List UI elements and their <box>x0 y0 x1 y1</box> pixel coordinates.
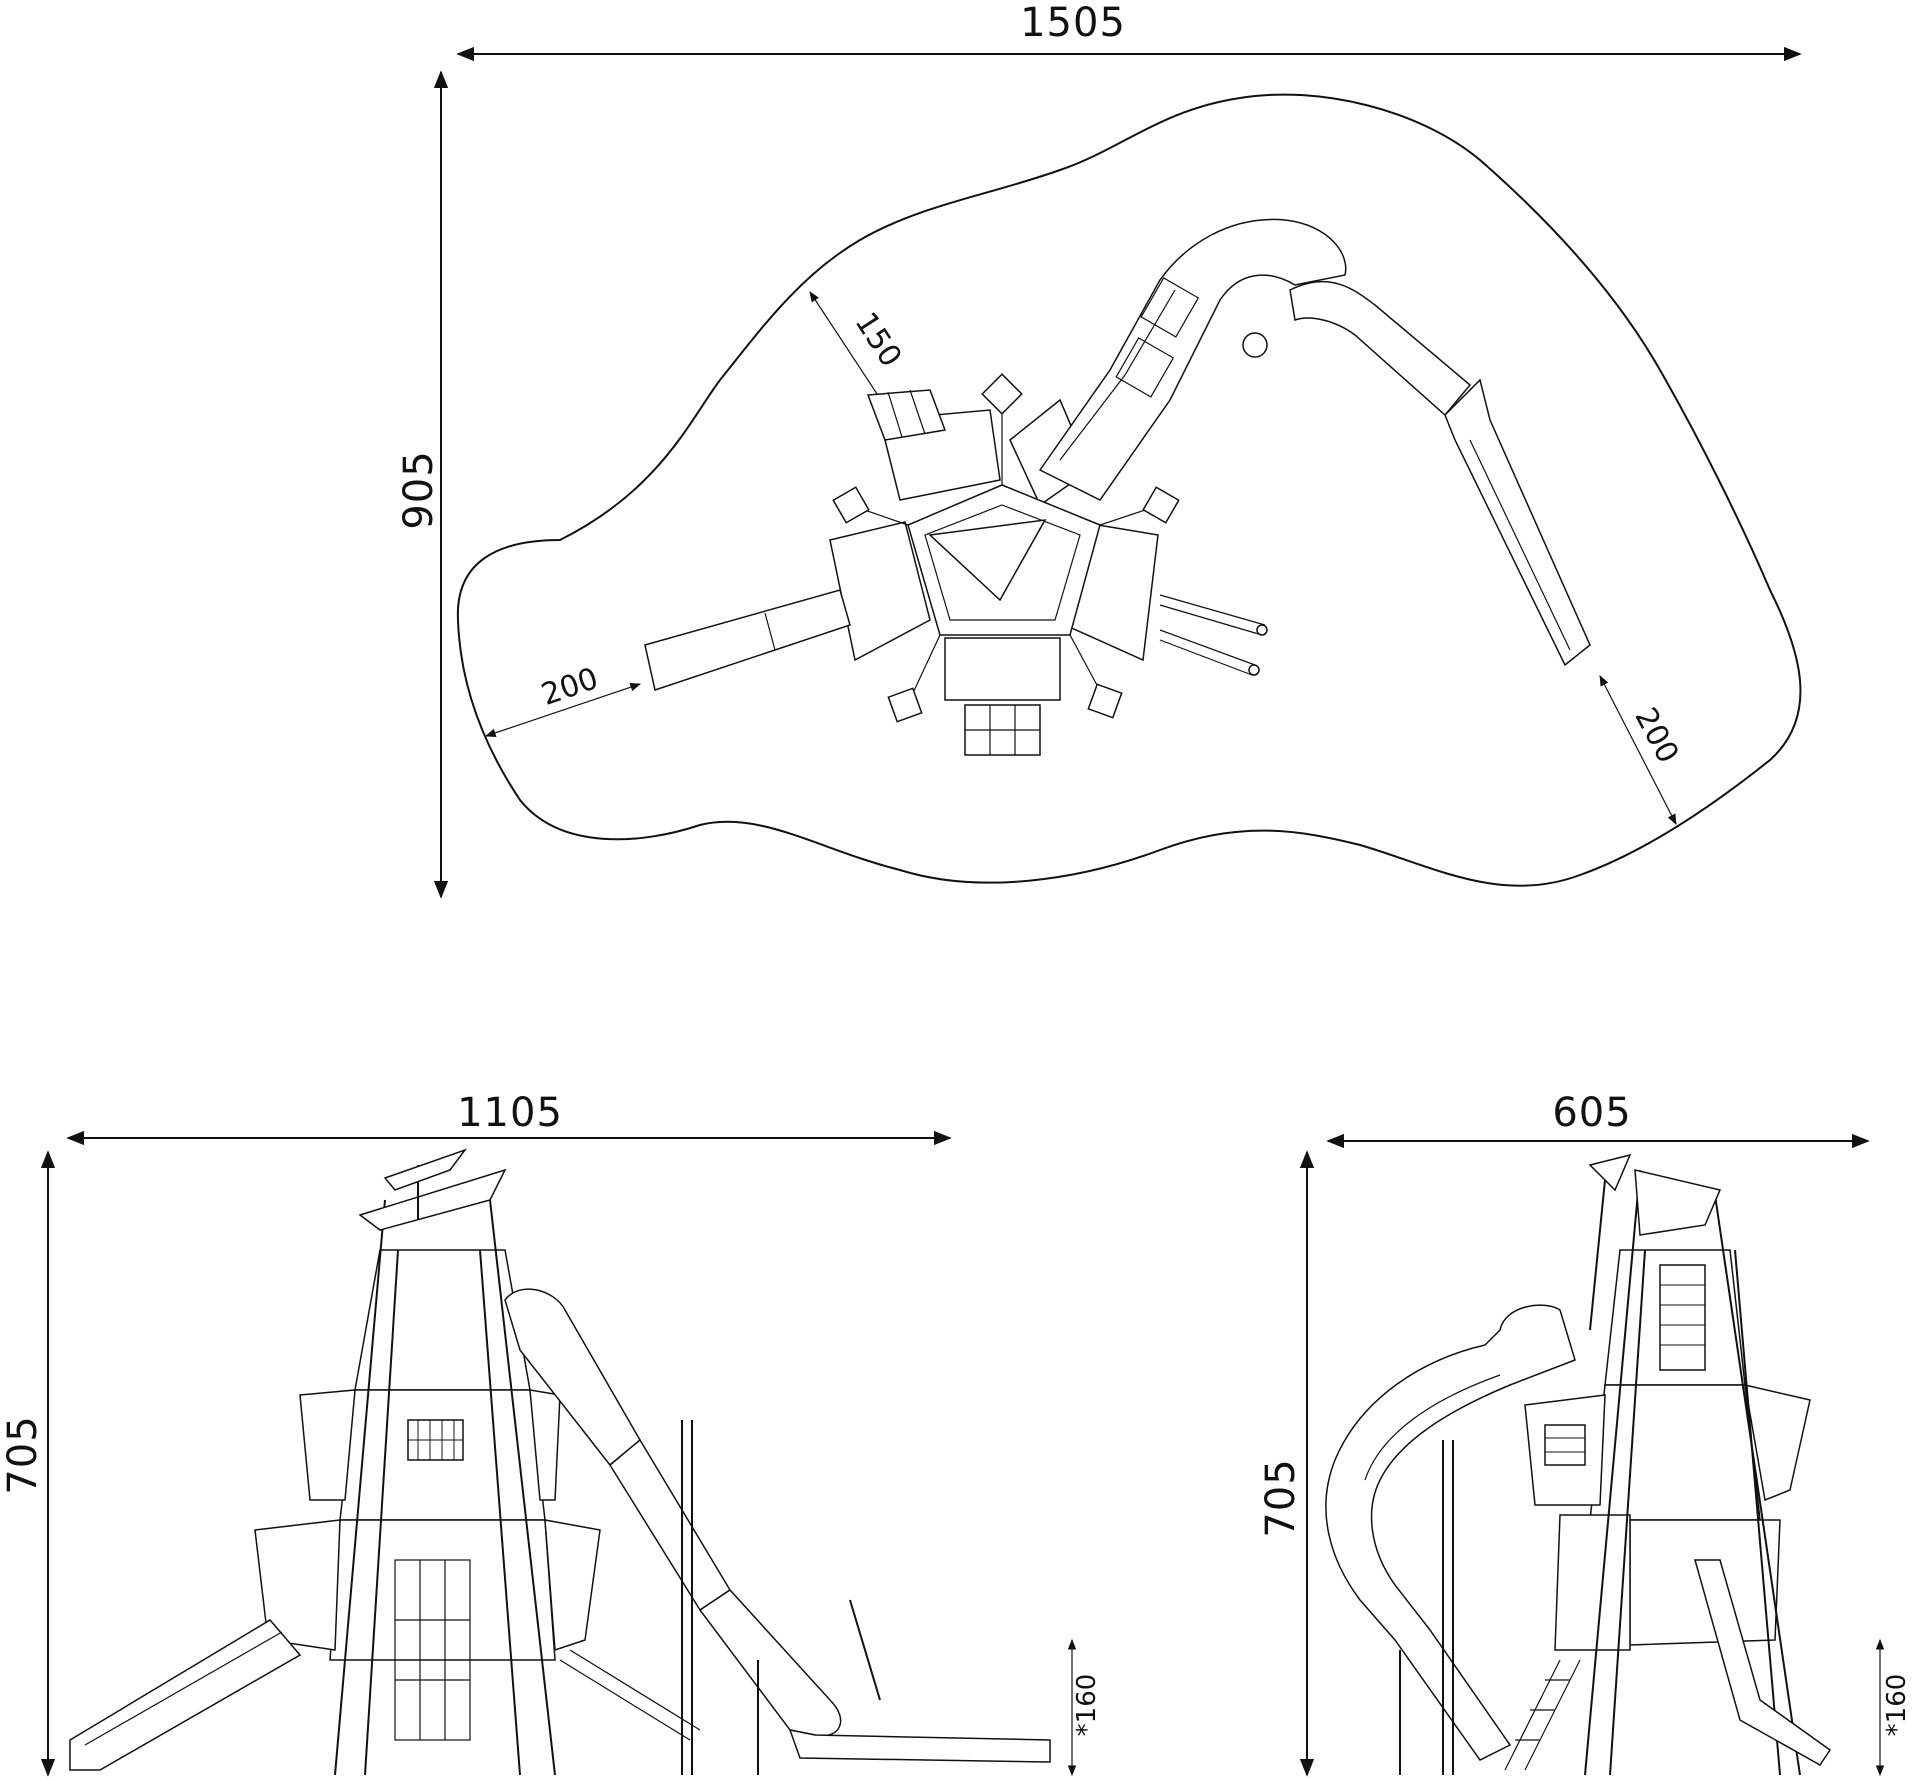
clearance-150-dimension-line <box>809 291 886 407</box>
tube-slide-side <box>1325 1304 1576 1775</box>
tube-slide-plan <box>1038 218 1591 667</box>
handrail-front <box>559 1649 701 1741</box>
side-width-label: 605 <box>1552 1090 1631 1136</box>
plan-depth-label: 905 <box>396 450 442 529</box>
front-width-label: 1105 <box>457 1090 563 1136</box>
safety-zone-outline <box>456 93 1802 887</box>
plan-width-label: 1505 <box>1020 0 1126 46</box>
side-platform-label: *160 <box>1882 1674 1912 1737</box>
clearance-200-right-label: 200 <box>1627 702 1685 769</box>
tower-front <box>254 1148 601 1776</box>
left-slide-front <box>69 1619 302 1771</box>
tower-plan <box>829 373 1180 756</box>
front-view: 1105 705 *160 <box>0 1090 1102 1777</box>
plan-view: 1505 905 150 200 200 <box>396 0 1802 899</box>
side-height-label: 705 <box>1258 1458 1304 1537</box>
side-view: 605 705 *160 <box>1258 1090 1912 1777</box>
ramp-plan <box>644 589 851 691</box>
clearance-200-right-dimension-line <box>1599 675 1677 825</box>
clearance-200-left-label: 200 <box>537 661 603 713</box>
front-platform-label: *160 <box>1072 1674 1102 1737</box>
clearance-200-left-dimension-line <box>484 683 642 737</box>
tube-slide-front <box>504 1288 1051 1775</box>
front-height-label: 705 <box>0 1415 46 1494</box>
bars-plan <box>1159 594 1268 676</box>
tower-side <box>1504 1153 1832 1776</box>
